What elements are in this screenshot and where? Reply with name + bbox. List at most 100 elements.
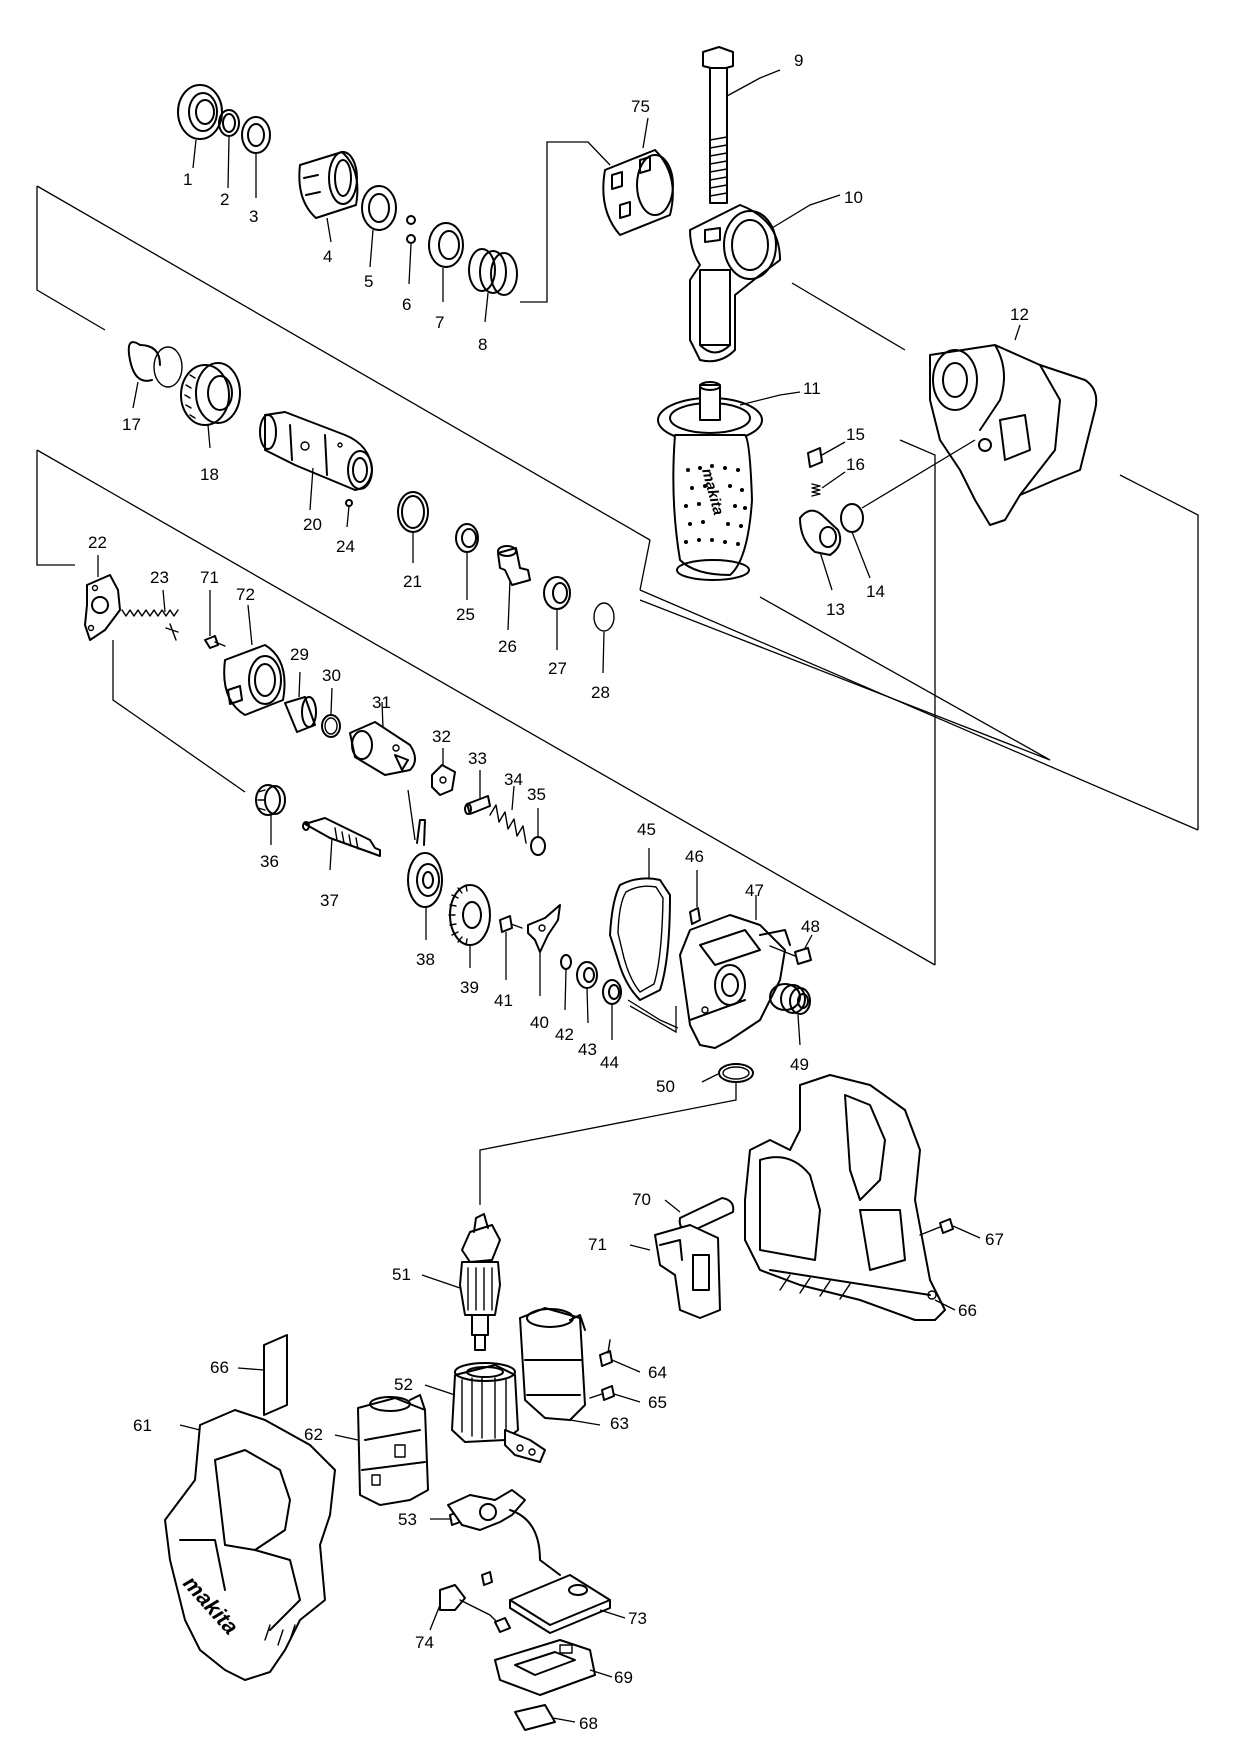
part-28-ring bbox=[593, 602, 615, 632]
part-32-piston-pin-block bbox=[431, 764, 456, 796]
callout-59: 52 bbox=[394, 1375, 413, 1394]
callout-36: 36 bbox=[260, 852, 279, 871]
part-72-terminal bbox=[494, 1639, 596, 1696]
part-50-screw bbox=[769, 945, 812, 965]
callout-49: 47 bbox=[745, 881, 764, 900]
callout-5: 5 bbox=[364, 272, 373, 291]
part-9-bolt bbox=[702, 46, 734, 204]
callout-66: 66 bbox=[958, 1301, 977, 1320]
part-16-spring bbox=[811, 483, 821, 497]
part-42-ring bbox=[560, 954, 572, 970]
callout-6: 6 bbox=[402, 295, 411, 314]
callout-63: 64 bbox=[648, 1363, 667, 1382]
part-29-bush bbox=[284, 696, 317, 733]
part-37-spindle-shaft bbox=[302, 817, 381, 857]
group-divider-lines bbox=[36, 141, 1199, 1034]
part-48-pin bbox=[689, 907, 701, 925]
callout-50: 48 bbox=[801, 917, 820, 936]
part-22-plate bbox=[84, 574, 121, 641]
part-44-bearing bbox=[602, 979, 622, 1005]
callout-23: 23 bbox=[150, 568, 169, 587]
callout-31: 31 bbox=[372, 693, 391, 712]
callout-46: 72 bbox=[236, 585, 255, 604]
part-69-label bbox=[514, 1704, 556, 1731]
callout-34: 34 bbox=[504, 770, 523, 789]
callout-10: 10 bbox=[844, 188, 863, 207]
part-49-crank-housing bbox=[679, 914, 791, 1049]
part-39-bevel-gear bbox=[448, 884, 491, 946]
callout-67: 67 bbox=[985, 1230, 1004, 1249]
callout-7: 7 bbox=[435, 313, 444, 332]
callout-45: 71 bbox=[200, 568, 219, 587]
callout-25: 25 bbox=[456, 605, 475, 624]
callout-74: 74 bbox=[415, 1633, 434, 1652]
callout-26: 26 bbox=[498, 637, 517, 656]
part-61-controller-module bbox=[357, 1394, 429, 1506]
callout-4: 4 bbox=[323, 247, 332, 266]
part-75-ring-clamp bbox=[602, 149, 674, 236]
part-10-side-grip-holder bbox=[689, 204, 781, 363]
part-52-o-ring bbox=[718, 1063, 754, 1083]
part-73-controller-board bbox=[447, 1489, 611, 1634]
part-2-ring bbox=[218, 109, 240, 137]
callout-69: 68 bbox=[579, 1714, 598, 1733]
part-41-screw bbox=[499, 915, 523, 933]
part-3-washer bbox=[241, 116, 271, 154]
part-59-stator bbox=[451, 1362, 546, 1463]
callout-44: 44 bbox=[600, 1053, 619, 1072]
callout-43: 43 bbox=[578, 1040, 597, 1059]
part-24-pin bbox=[345, 499, 353, 507]
callout-37: 37 bbox=[320, 891, 339, 910]
callout-8: 8 bbox=[478, 335, 487, 354]
part-8-spring bbox=[468, 248, 518, 296]
callout-3: 3 bbox=[249, 207, 258, 226]
callout-35: 35 bbox=[527, 785, 546, 804]
callout-42: 42 bbox=[555, 1025, 574, 1044]
part-5-washer bbox=[361, 185, 397, 231]
part-1-seal-cap bbox=[177, 84, 223, 140]
callout-20: 18 bbox=[200, 465, 219, 484]
callout-68: 66 bbox=[210, 1358, 229, 1377]
part-13-lever-knob bbox=[799, 509, 842, 556]
part-31-piston bbox=[349, 721, 416, 776]
part-23-spring-with-screw bbox=[121, 609, 179, 641]
callout-64: 65 bbox=[648, 1393, 667, 1412]
part-43-bearing bbox=[576, 961, 598, 989]
part-7-ring bbox=[428, 222, 464, 268]
callout-39: 39 bbox=[460, 978, 479, 997]
part-17-tool-holder bbox=[259, 411, 373, 491]
callout-48: 46 bbox=[685, 847, 704, 866]
part-14-o-ring bbox=[840, 503, 864, 533]
part-45-screw bbox=[204, 635, 226, 649]
part-74-led-connector bbox=[439, 1584, 511, 1633]
callout-32: 32 bbox=[432, 727, 451, 746]
part-36-clutch-cam bbox=[255, 784, 286, 816]
callout-40: 40 bbox=[530, 1013, 549, 1032]
callout-52: 50 bbox=[656, 1077, 675, 1096]
callout-22: 22 bbox=[88, 533, 107, 552]
part-63-screw bbox=[599, 1339, 613, 1367]
callout-2: 2 bbox=[220, 190, 229, 209]
part-62-motor-housing bbox=[519, 1307, 586, 1421]
callout-38: 38 bbox=[416, 950, 435, 969]
callout-72: 69 bbox=[614, 1668, 633, 1687]
callout-70: 70 bbox=[632, 1190, 651, 1209]
part-66-housing-half bbox=[744, 1074, 946, 1321]
callout-12: 12 bbox=[1010, 305, 1029, 324]
callout-33: 33 bbox=[468, 749, 487, 768]
callout-13: 13 bbox=[826, 600, 845, 619]
callout-15: 15 bbox=[846, 425, 865, 444]
callout-14: 14 bbox=[866, 582, 885, 601]
callout-16: 16 bbox=[846, 455, 865, 474]
part-11-side-handle: makita bbox=[657, 381, 763, 581]
callout-17: 20 bbox=[303, 515, 322, 534]
part-67-screw bbox=[919, 1218, 954, 1236]
callout-1: 1 bbox=[183, 170, 192, 189]
part-65-housing-half: makita bbox=[164, 1409, 336, 1681]
callout-18: 17 bbox=[122, 415, 141, 434]
part-70-switch-lever bbox=[678, 1197, 735, 1233]
part-46-crank-housing-cap bbox=[223, 644, 286, 716]
part-4-sleeve bbox=[298, 151, 359, 219]
callout-61: 62 bbox=[304, 1425, 323, 1444]
